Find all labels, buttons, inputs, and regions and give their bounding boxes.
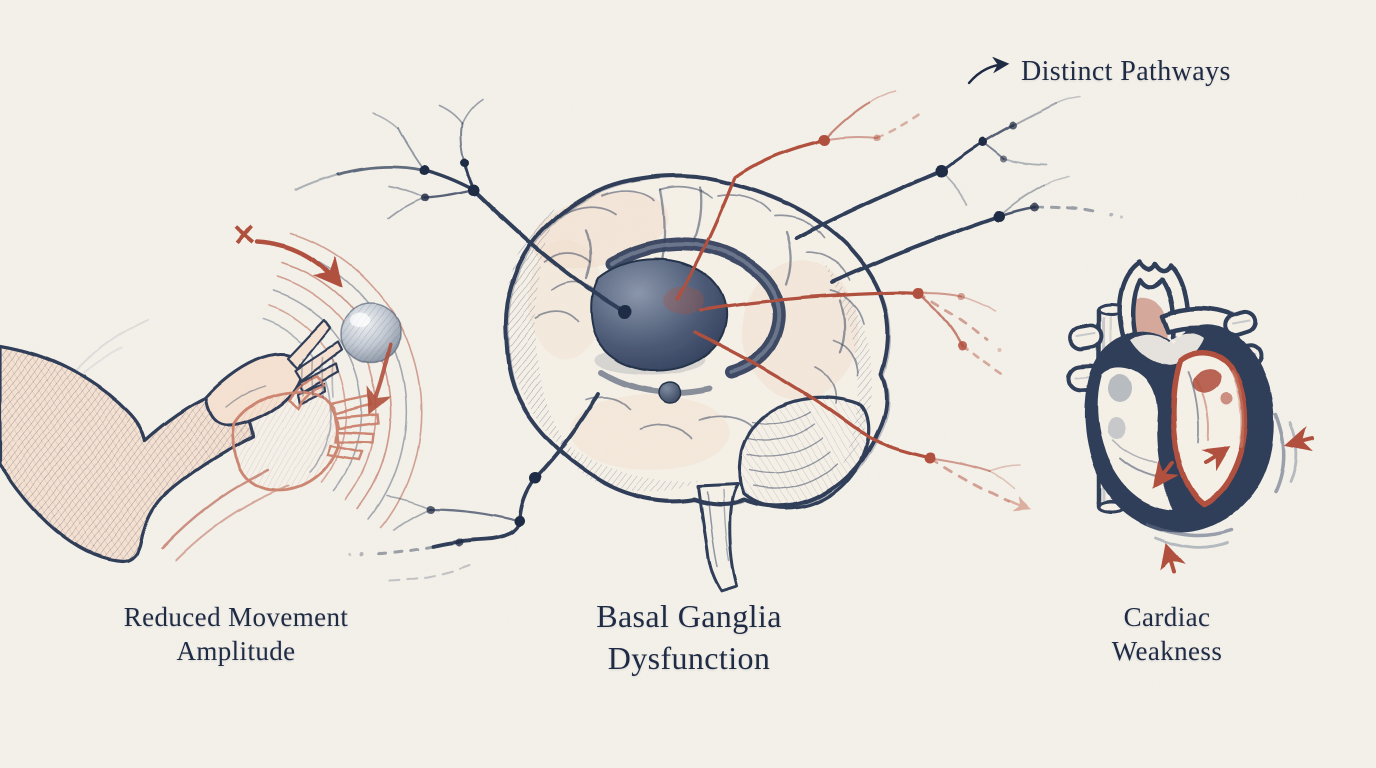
- label-reduced-movement-line1: Reduced Movement: [123, 602, 349, 632]
- label-distinct-pathways: Distinct Pathways: [966, 56, 1231, 88]
- label-reduced-movement-line2: Amplitude: [176, 636, 296, 666]
- label-cardiac-line2: Weakness: [1111, 636, 1223, 666]
- label-reduced-movement: Reduced Movement Amplitude: [60, 600, 412, 668]
- label-cardiac-weakness: Cardiac Weakness: [1002, 600, 1332, 668]
- pathway-arrow-icon: [967, 57, 1010, 85]
- label-cardiac-line1: Cardiac: [1123, 602, 1211, 632]
- label-center-line1: Basal Ganglia: [596, 598, 782, 634]
- label-basal-ganglia-dysfunction: Basal Ganglia Dysfunction: [513, 595, 865, 679]
- distinct-pathways-text: Distinct Pathways: [1021, 56, 1231, 87]
- label-center-line2: Dysfunction: [607, 640, 771, 676]
